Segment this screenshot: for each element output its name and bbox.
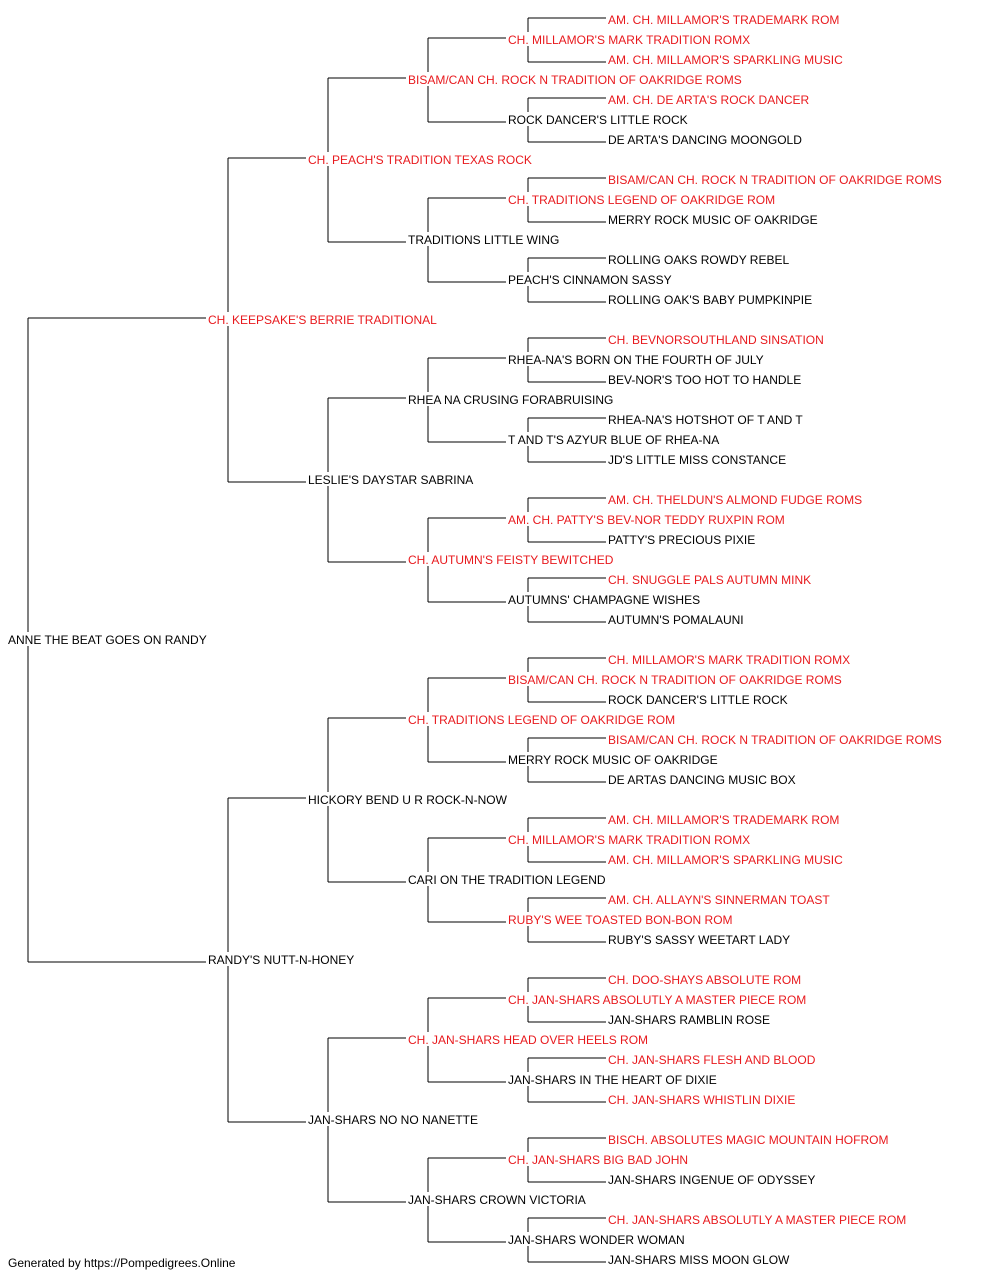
ancestor-name: JAN-SHARS NO NO NANETTE bbox=[308, 1113, 478, 1127]
ancestor-name: CH. AUTUMN'S FEISTY BEWITCHED bbox=[408, 553, 614, 567]
ancestor-name: AM. CH. ALLAYN'S SINNERMAN TOAST bbox=[608, 893, 830, 907]
ancestor-name: CH. BEVNORSOUTHLAND SINSATION bbox=[608, 333, 824, 347]
ancestor-name: AM. CH. MILLAMOR'S SPARKLING MUSIC bbox=[608, 53, 843, 67]
ancestor-name: JAN-SHARS WONDER WOMAN bbox=[508, 1233, 685, 1247]
ancestor-name: PATTY'S PRECIOUS PIXIE bbox=[608, 533, 755, 547]
ancestor-name: CH. MILLAMOR'S MARK TRADITION ROMX bbox=[508, 833, 750, 847]
ancestor-name: JAN-SHARS INGENUE OF ODYSSEY bbox=[608, 1173, 815, 1187]
ancestor-name: BEV-NOR'S TOO HOT TO HANDLE bbox=[608, 373, 801, 387]
ancestor-name: CH. TRADITIONS LEGEND OF OAKRIDGE ROM bbox=[408, 713, 675, 727]
ancestor-name: CH. JAN-SHARS FLESH AND BLOOD bbox=[608, 1053, 816, 1067]
ancestor-name: AM. CH. THELDUN'S ALMOND FUDGE ROMS bbox=[608, 493, 862, 507]
ancestor-name: CH. PEACH'S TRADITION TEXAS ROCK bbox=[308, 153, 532, 167]
ancestor-name: CH. JAN-SHARS HEAD OVER HEELS ROM bbox=[408, 1033, 648, 1047]
ancestor-name: CH. TRADITIONS LEGEND OF OAKRIDGE ROM bbox=[508, 193, 775, 207]
ancestor-name: TRADITIONS LITTLE WING bbox=[408, 233, 559, 247]
ancestor-name: ROCK DANCER'S LITTLE ROCK bbox=[608, 693, 788, 707]
ancestor-name: AM. CH. MILLAMOR'S SPARKLING MUSIC bbox=[608, 853, 843, 867]
ancestor-name: DE ARTA'S DANCING MOONGOLD bbox=[608, 133, 802, 147]
ancestor-name: DE ARTAS DANCING MUSIC BOX bbox=[608, 773, 796, 787]
ancestor-name: AUTUMNS' CHAMPAGNE WISHES bbox=[508, 593, 700, 607]
ancestor-name: CH. MILLAMOR'S MARK TRADITION ROMX bbox=[608, 653, 850, 667]
ancestor-name: CH. JAN-SHARS WHISTLIN DIXIE bbox=[608, 1093, 795, 1107]
ancestor-name: JAN-SHARS RAMBLIN ROSE bbox=[608, 1013, 770, 1027]
ancestor-name: BISCH. ABSOLUTES MAGIC MOUNTAIN HOFROM bbox=[608, 1133, 888, 1147]
ancestor-name: CH. MILLAMOR'S MARK TRADITION ROMX bbox=[508, 33, 750, 47]
ancestor-name: ROCK DANCER'S LITTLE ROCK bbox=[508, 113, 688, 127]
ancestor-name: HICKORY BEND U R ROCK-N-NOW bbox=[308, 793, 508, 807]
ancestor-name: JAN-SHARS MISS MOON GLOW bbox=[608, 1253, 790, 1267]
ancestor-name: MERRY ROCK MUSIC OF OAKRIDGE bbox=[608, 213, 818, 227]
ancestor-name: BISAM/CAN CH. ROCK N TRADITION OF OAKRID… bbox=[508, 673, 842, 687]
ancestor-name: JAN-SHARS CROWN VICTORIA bbox=[408, 1193, 586, 1207]
ancestor-name: ROLLING OAK'S BABY PUMPKINPIE bbox=[608, 293, 812, 307]
ancestor-name: RANDY'S NUTT-N-HONEY bbox=[208, 953, 354, 967]
ancestor-name: AM. CH. PATTY'S BEV-NOR TEDDY RUXPIN ROM bbox=[508, 513, 785, 527]
ancestor-name: JAN-SHARS IN THE HEART OF DIXIE bbox=[508, 1073, 717, 1087]
ancestor-name: RUBY'S SASSY WEETART LADY bbox=[608, 933, 790, 947]
ancestor-name: PEACH'S CINNAMON SASSY bbox=[508, 273, 672, 287]
ancestor-name: CH. JAN-SHARS ABSOLUTLY A MASTER PIECE R… bbox=[508, 993, 806, 1007]
ancestor-name: RHEA-NA'S HOTSHOT OF T AND T bbox=[608, 413, 803, 427]
ancestor-name: RHEA-NA'S BORN ON THE FOURTH OF JULY bbox=[508, 353, 764, 367]
subject-name: ANNE THE BEAT GOES ON RANDY bbox=[8, 633, 207, 647]
ancestor-name: LESLIE'S DAYSTAR SABRINA bbox=[308, 473, 473, 487]
ancestor-name: RHEA NA CRUSING FORABRUISING bbox=[408, 393, 613, 407]
ancestor-name: CH. SNUGGLE PALS AUTUMN MINK bbox=[608, 573, 811, 587]
ancestor-name: AM. CH. DE ARTA'S ROCK DANCER bbox=[608, 93, 810, 107]
ancestor-name: ROLLING OAKS ROWDY REBEL bbox=[608, 253, 789, 267]
ancestor-name: AM. CH. MILLAMOR'S TRADEMARK ROM bbox=[608, 813, 839, 827]
ancestor-name: CH. JAN-SHARS BIG BAD JOHN bbox=[508, 1153, 688, 1167]
ancestor-name: AM. CH. MILLAMOR'S TRADEMARK ROM bbox=[608, 13, 839, 27]
ancestor-name: BISAM/CAN CH. ROCK N TRADITION OF OAKRID… bbox=[408, 73, 742, 87]
ancestor-name: AUTUMN'S POMALAUNI bbox=[608, 613, 744, 627]
footer-credit: Generated by https://Pompedigrees.Online bbox=[8, 1256, 236, 1270]
ancestor-name: CH. JAN-SHARS ABSOLUTLY A MASTER PIECE R… bbox=[608, 1213, 906, 1227]
ancestor-name: JD'S LITTLE MISS CONSTANCE bbox=[608, 453, 786, 467]
ancestor-name: CH. KEEPSAKE'S BERRIE TRADITIONAL bbox=[208, 313, 437, 327]
ancestor-name: CARI ON THE TRADITION LEGEND bbox=[408, 873, 606, 887]
ancestor-name: BISAM/CAN CH. ROCK N TRADITION OF OAKRID… bbox=[608, 733, 942, 747]
ancestor-name: CH. DOO-SHAYS ABSOLUTE ROM bbox=[608, 973, 801, 987]
ancestor-name: T AND T'S AZYUR BLUE OF RHEA-NA bbox=[508, 433, 719, 447]
ancestor-name: MERRY ROCK MUSIC OF OAKRIDGE bbox=[508, 753, 718, 767]
ancestor-name: BISAM/CAN CH. ROCK N TRADITION OF OAKRID… bbox=[608, 173, 942, 187]
ancestor-name: RUBY'S WEE TOASTED BON-BON ROM bbox=[508, 913, 733, 927]
